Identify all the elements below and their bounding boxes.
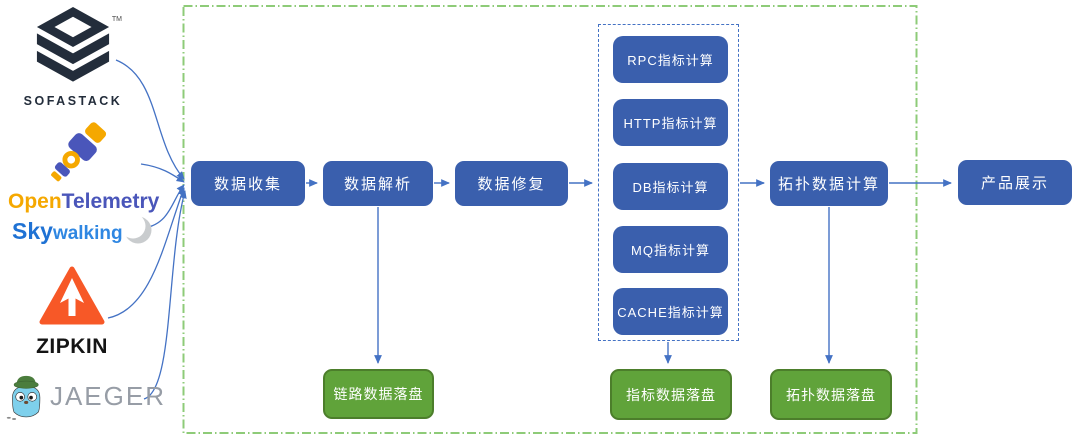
node-cache-metric-calc: CACHE指标计算 (613, 288, 728, 335)
node-rpc-metric-calc: RPC指标计算 (613, 36, 728, 83)
node-metric-data-sink: 指标数据落盘 (610, 369, 732, 420)
skywalking-label-walking: walking (52, 223, 123, 244)
logo-zipkin: ZIPKIN (30, 266, 114, 359)
node-product-display: 产品展示 (958, 160, 1072, 205)
logo-sofastack: TM SOFASTACK (22, 6, 124, 108)
sofastack-label: SOFASTACK (23, 94, 123, 108)
logo-skywalking: Skywalking (10, 214, 152, 252)
jaeger-label: JAEGER (49, 380, 166, 411)
sofastack-tm: TM (111, 16, 122, 23)
node-topology-calc: 拓扑数据计算 (770, 161, 888, 206)
sofastack-icon (36, 7, 110, 82)
skywalking-label: Skywalking (12, 218, 123, 245)
node-trace-data-sink: 链路数据落盘 (323, 369, 434, 419)
opentelemetry-telescope-icon (51, 122, 107, 182)
zipkin-triangle-icon (39, 266, 105, 325)
skywalking-crescent-icon (122, 214, 152, 244)
node-db-metric-calc: DB指标计算 (613, 163, 728, 210)
zipkin-label: ZIPKIN (36, 335, 108, 358)
logo-opentelemetry: OpenTelemetry (8, 118, 159, 213)
logo-jaeger: JAEGER (6, 366, 166, 426)
opentelemetry-label: OpenTelemetry (8, 190, 159, 213)
skywalking-label-sky: Sky (12, 218, 53, 244)
opentelemetry-label-open: Open (8, 190, 62, 213)
node-data-repair: 数据修复 (455, 161, 568, 206)
metric-calc-group-box: RPC指标计算 HTTP指标计算 DB指标计算 MQ指标计算 CACHE指标计算 (598, 24, 739, 341)
node-http-metric-calc: HTTP指标计算 (613, 99, 728, 146)
node-data-collect: 数据收集 (191, 161, 305, 206)
node-mq-metric-calc: MQ指标计算 (613, 226, 728, 273)
jaeger-gopher-icon (6, 375, 41, 420)
opentelemetry-label-telemetry: Telemetry (61, 190, 160, 213)
node-topology-data-sink: 拓扑数据落盘 (770, 369, 892, 420)
node-data-parse: 数据解析 (323, 161, 433, 206)
